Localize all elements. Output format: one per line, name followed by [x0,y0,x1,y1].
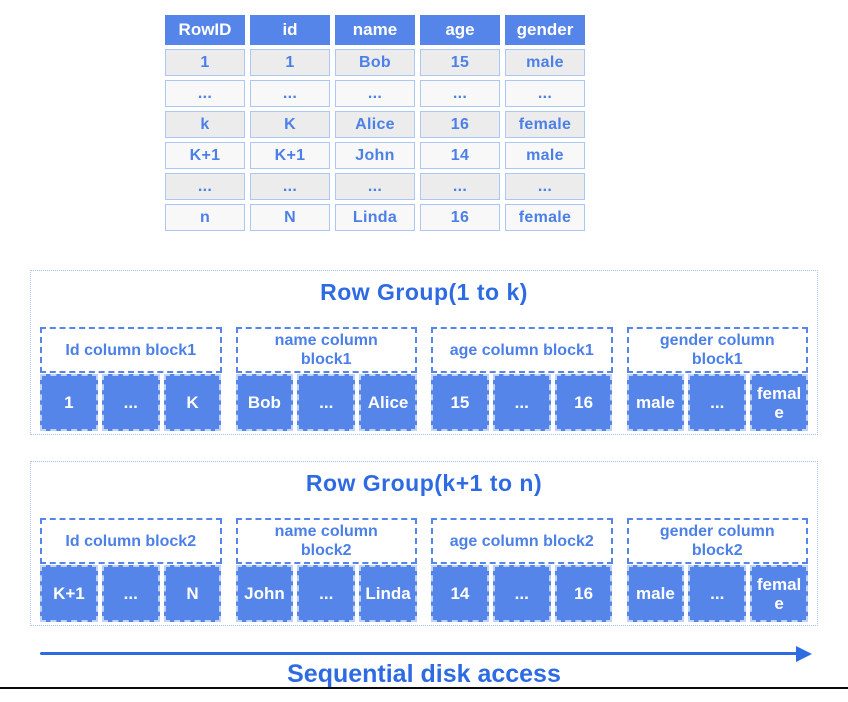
sequential-disk-access-label: Sequential disk access [287,660,561,688]
table-cell: k [165,111,245,138]
block-cell: male [626,565,685,622]
block-cell: Linda [359,565,417,622]
row-group-2-title: Row Group(k+1 to n) [305,470,543,496]
table-cell: K+1 [165,142,245,169]
block-cell: 16 [554,374,613,431]
block-cell: K+1 [40,565,98,622]
table-cell: Linda [335,204,415,231]
table-cell: 15 [420,49,500,76]
table-header-age: age [420,15,500,45]
arrow-head-icon [796,646,812,662]
row-group-2-blocks: Id column block2 K+1 ... N name column b… [40,518,808,622]
table-header-name: name [335,15,415,45]
table-cell: ... [335,173,415,200]
sequential-access-arrow [40,646,812,662]
table-cell: John [335,142,415,169]
block-cells: John ... Linda [235,565,418,622]
source-table: RowID id name age gender 1 1 Bob 15 male… [165,15,585,231]
table-cell: ... [505,80,585,107]
block-cell: K [163,374,222,431]
table-cell: ... [165,173,245,200]
row-group-1-blocks: Id column block1 1 ... K name column blo… [40,327,808,431]
table-header-rowid: RowID [165,15,245,45]
table-cell: 14 [420,142,500,169]
table-cell: K [250,111,330,138]
block-cell: ... [297,565,356,622]
block-cell: male [626,374,685,431]
block-cells: 1 ... K [40,374,222,431]
table-cell: ... [420,173,500,200]
block-label: gender column block2 [626,518,808,564]
age-column-block2: age column block2 14 ... 16 [431,518,613,622]
block-cells: 14 ... 16 [431,565,613,622]
block-cell: Alice [359,374,417,431]
block-cell: ... [688,374,747,431]
block-cell: ... [297,374,356,431]
arrow-shaft [40,652,797,655]
id-column-block1: Id column block1 1 ... K [40,327,222,431]
gender-column-block2: gender column block2 male ... female [626,518,809,622]
name-column-block2: name column block2 John ... Linda [235,518,418,622]
block-cell: ... [101,565,160,622]
block-cell: ... [688,565,747,622]
table-cell: female [505,204,585,231]
row-group-1: Row Group(1 to k) Id column block1 1 ...… [30,270,818,435]
gender-column-block1: gender column block1 male ... female [626,327,809,431]
block-cell: female [750,565,808,622]
table-cell: 16 [420,204,500,231]
bottom-divider [0,687,848,689]
table-cell: K+1 [250,142,330,169]
block-cell: 16 [554,565,613,622]
block-label: Id column block2 [40,518,222,564]
table-cell: ... [250,173,330,200]
table-cell: ... [165,80,245,107]
block-label: age column block1 [431,327,613,373]
block-cells: K+1 ... N [40,565,222,622]
table-cell: ... [505,173,585,200]
table-cell: Alice [335,111,415,138]
id-column-block2: Id column block2 K+1 ... N [40,518,222,622]
block-cell: 14 [431,565,489,622]
block-cell: ... [492,565,551,622]
block-cells: 15 ... 16 [431,374,613,431]
block-cells: Bob ... Alice [235,374,418,431]
table-cell: Bob [335,49,415,76]
table-header-gender: gender [505,15,585,45]
block-label: name column block2 [235,518,417,564]
table-cell: N [250,204,330,231]
table-cell: n [165,204,245,231]
block-cell: 1 [40,374,98,431]
table-cell: ... [250,80,330,107]
age-column-block1: age column block1 15 ... 16 [431,327,613,431]
block-cells: male ... female [626,565,809,622]
table-cell: 1 [250,49,330,76]
block-label: gender column block1 [626,327,808,373]
block-cell: ... [492,374,551,431]
block-label: name column block1 [235,327,417,373]
table-cell: ... [335,80,415,107]
table-header-id: id [250,15,330,45]
block-cell: 15 [431,374,489,431]
table-cell: ... [420,80,500,107]
row-group-2: Row Group(k+1 to n) Id column block2 K+1… [30,461,818,626]
block-cell: N [163,565,222,622]
block-label: age column block2 [431,518,613,564]
block-label: Id column block1 [40,327,222,373]
table-cell: male [505,49,585,76]
table-cell: female [505,111,585,138]
name-column-block1: name column block1 Bob ... Alice [235,327,418,431]
block-cells: male ... female [626,374,809,431]
block-cell: female [750,374,808,431]
table-cell: 1 [165,49,245,76]
block-cell: Bob [235,374,294,431]
block-cell: John [235,565,294,622]
block-cell: ... [101,374,160,431]
row-group-1-title: Row Group(1 to k) [320,279,528,305]
table-cell: male [505,142,585,169]
table-cell: 16 [420,111,500,138]
